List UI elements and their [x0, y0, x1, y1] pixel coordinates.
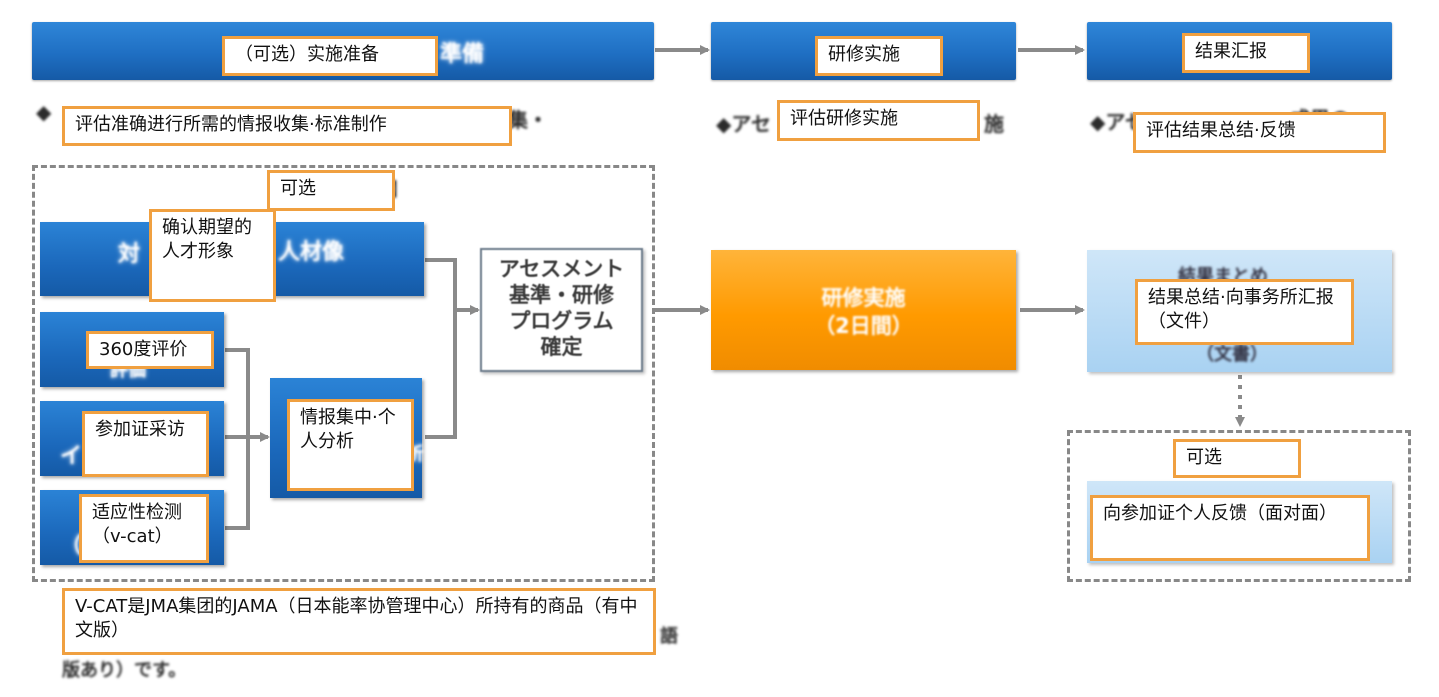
feedback-group-frame [1067, 430, 1411, 582]
feedback-group-label: 可选 [1173, 439, 1301, 478]
optional-group-label: 可选 [267, 170, 395, 211]
connector-analysis [425, 310, 457, 439]
label-aptitude: 适应性检测（v-cat） [79, 494, 209, 563]
box-ideal-person-jp-head: 対 [118, 242, 141, 267]
phase-label-training: 研修实施 [815, 36, 943, 76]
label-result-summary: 结果总结·向事务所汇报（文件） [1135, 279, 1354, 345]
optional-group-frame [32, 165, 655, 582]
footnote-jp-tail: 版あり）です。 [62, 660, 187, 681]
box-training-execution-text: 研修実施 （2日間） [814, 286, 913, 338]
connector-360 [225, 348, 250, 435]
box-assessment-standard: アセスメント 基準・研修 プログラム 確定 [480, 248, 643, 372]
subtitle-training-jp-head: ◆アセ [716, 112, 771, 136]
phase-label-prep: （可选）实施准备 [222, 36, 438, 76]
subtitle-report: 评估结果总结·反馈 [1133, 112, 1386, 153]
subtitle-training-jp-tail: 施 [984, 112, 1004, 136]
label-interview: 参加证采访 [82, 411, 209, 477]
label-analysis: 情报集中·个人分析 [287, 399, 414, 491]
subtitle-training: 评估研修实施 [777, 100, 980, 141]
label-ideal-person: 确认期望的人才形象 [149, 209, 276, 302]
phase-label-report: 结果汇报 [1182, 33, 1310, 73]
subtitle-prep-jp-tail: 集・ [508, 108, 548, 132]
phase-prep-jp-tail: 準備 [440, 42, 485, 67]
subtitle-prep: 评估准确进行所需的情报收集·标准制作 [62, 106, 512, 146]
label-feedback: 向参加证个人反馈（面对面） [1090, 495, 1370, 561]
box-training-execution [711, 250, 1016, 370]
box-result-summary-jp-bottom: （文書） [1196, 344, 1268, 365]
box-interview-jp: イ [60, 444, 83, 469]
connector-aptitude [225, 435, 250, 530]
box-ideal-person-jp-tail: 人材像 [278, 240, 345, 265]
connector-ideal [425, 258, 457, 310]
box-aptitude-jp: （ [60, 534, 83, 559]
footnote-jp-side: 語 [660, 626, 678, 647]
label-360-eval: 360度评价 [86, 331, 214, 369]
footnote-text: V-CAT是JMA集团的JAMA（日本能率协管理中心）所持有的商品（有中文版） [62, 588, 656, 655]
subtitle-bullet-prep: ◆ [36, 100, 52, 124]
